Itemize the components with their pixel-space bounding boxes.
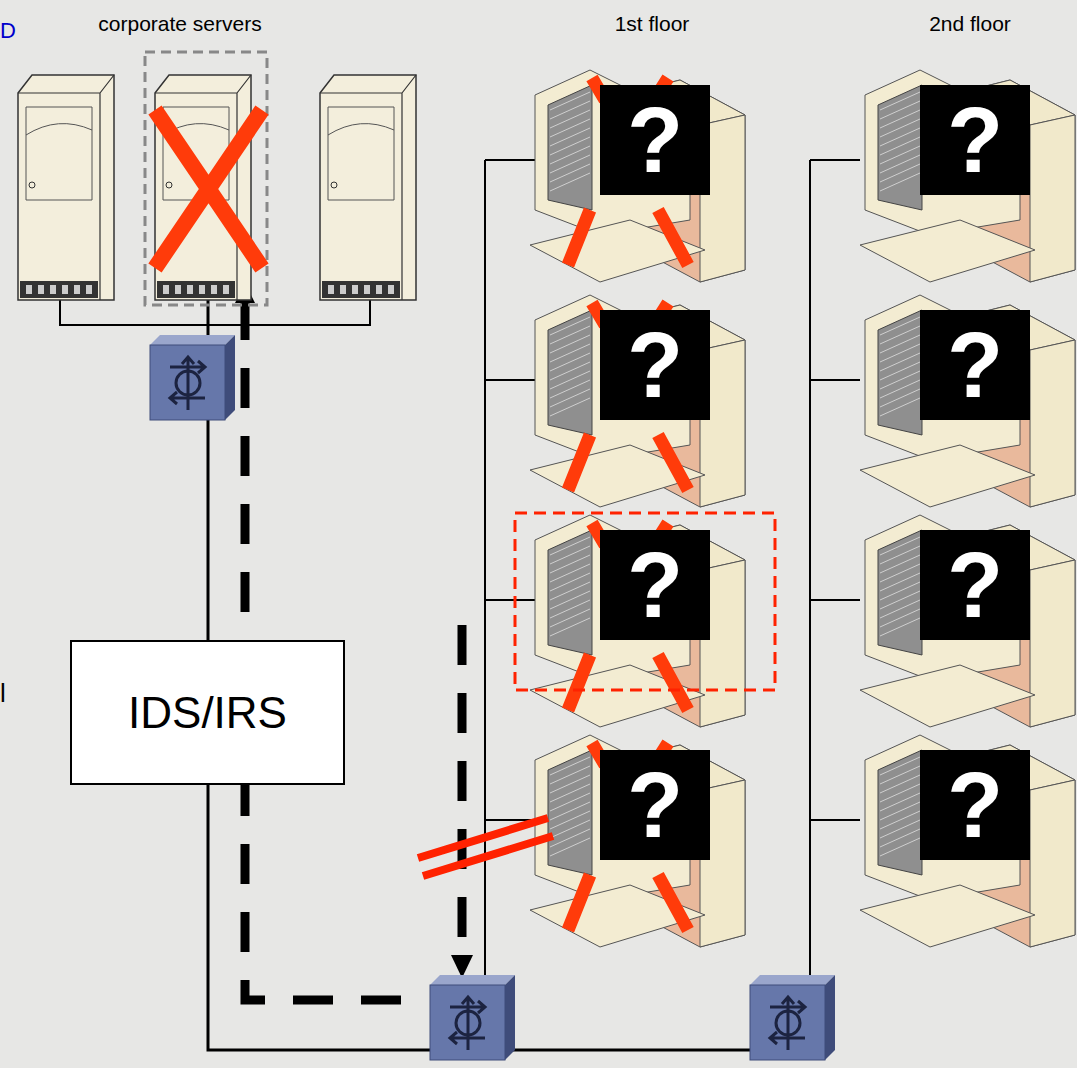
attack-path — [458, 625, 467, 955]
router-icon — [430, 975, 515, 1060]
status-symbol: ? — [627, 94, 683, 186]
workstation — [860, 70, 1075, 282]
bus-branch — [485, 159, 535, 161]
failure-mark — [568, 743, 688, 930]
workstation — [530, 295, 745, 507]
status-symbol: ? — [947, 539, 1003, 631]
workstation — [530, 735, 745, 947]
status-box: ? — [600, 750, 710, 860]
bus-branch — [485, 599, 535, 601]
failure-cross — [155, 110, 262, 268]
selection-box — [515, 513, 775, 690]
status-box: ? — [600, 310, 710, 420]
status-symbol: ? — [947, 759, 1003, 851]
bus-branch — [810, 159, 860, 161]
selection-box — [145, 52, 267, 305]
server-tower — [18, 75, 114, 300]
status-box: ? — [920, 750, 1030, 860]
wire — [60, 300, 370, 325]
failure-mark — [568, 303, 688, 490]
arrow-head — [451, 955, 473, 978]
status-symbol: ? — [947, 94, 1003, 186]
bus-branch — [810, 819, 860, 821]
status-box: ? — [600, 530, 710, 640]
status-symbol: ? — [627, 539, 683, 631]
status-symbol: ? — [627, 319, 683, 411]
floor-bus — [484, 160, 486, 990]
ids-box: IDS/IRS — [70, 640, 345, 785]
server-tower — [320, 75, 416, 300]
wires — [60, 160, 860, 1050]
floor-link-wire — [472, 1049, 792, 1052]
workstation — [860, 295, 1075, 507]
failure-mark — [568, 523, 688, 710]
status-symbol: ? — [627, 759, 683, 851]
box-label: IDS/IRS — [128, 691, 287, 735]
group-title: 1st floor — [615, 12, 690, 36]
bus-branch — [810, 379, 860, 381]
cropped-letter: l — [0, 678, 6, 709]
workstation — [530, 515, 745, 727]
bus-branch — [485, 379, 535, 381]
workstation — [530, 70, 745, 282]
router-icon — [150, 335, 235, 420]
blocked-mark — [418, 818, 553, 876]
status-symbol: ? — [947, 319, 1003, 411]
workstation — [860, 735, 1075, 947]
status-box: ? — [920, 85, 1030, 195]
failure-mark — [568, 78, 688, 265]
status-box: ? — [600, 85, 710, 195]
group-title: 2nd floor — [929, 12, 1011, 36]
group-title: corporate servers — [98, 12, 261, 36]
status-box: ? — [920, 530, 1030, 640]
workstation — [860, 515, 1075, 727]
router-icon — [750, 975, 835, 1060]
cropped-letter: D — [0, 18, 16, 44]
status-box: ? — [920, 310, 1030, 420]
bus-branch — [810, 599, 860, 601]
floor-bus — [809, 160, 811, 990]
